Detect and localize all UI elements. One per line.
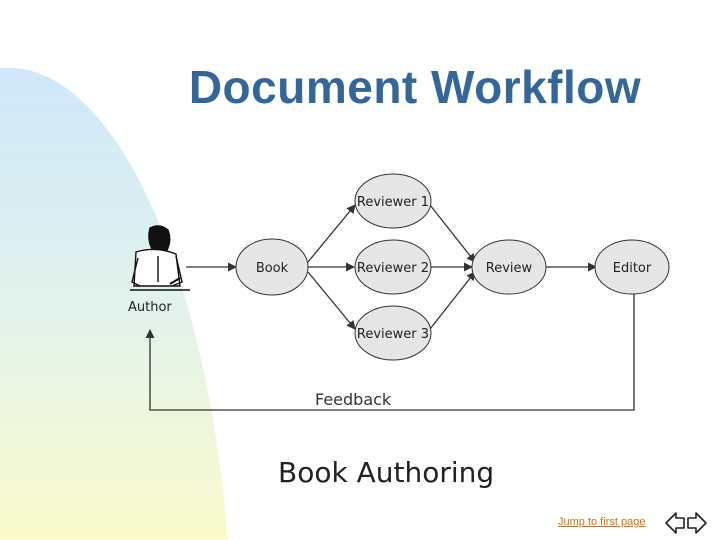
node-reviewer2: Reviewer 2: [354, 239, 432, 295]
arrow-reviewer3-to-review: [429, 271, 476, 330]
node-reviewer3: Reviewer 3: [354, 305, 432, 361]
node-review-label: Review: [486, 261, 533, 276]
node-review: Review: [471, 239, 547, 295]
slide-subtitle: Book Authoring: [278, 456, 495, 489]
node-reviewer1: Reviewer 1: [354, 173, 432, 229]
node-book-label: Book: [256, 261, 289, 276]
feedback-label: Feedback: [315, 390, 392, 409]
node-reviewer2-label: Reviewer 2: [357, 261, 429, 276]
arrow-book-to-reviewer1: [307, 204, 356, 263]
node-editor: Editor: [594, 239, 670, 295]
node-book: Book: [235, 238, 309, 296]
author-label: Author: [128, 300, 172, 315]
author-figure-icon: [130, 225, 190, 291]
node-editor-label: Editor: [613, 261, 652, 276]
page-title: Document Workflow: [188, 61, 642, 113]
node-reviewer1-label: Reviewer 1: [357, 195, 429, 210]
arrow-reviewer1-to-review: [429, 204, 476, 263]
node-reviewer3-label: Reviewer 3: [357, 327, 429, 342]
navigation-arrows-icon[interactable]: [664, 510, 708, 536]
feedback-loop-arrow: [145, 294, 635, 411]
jump-to-first-page-link[interactable]: Jump to first page: [558, 516, 646, 528]
arrow-book-to-reviewer3: [307, 271, 356, 330]
